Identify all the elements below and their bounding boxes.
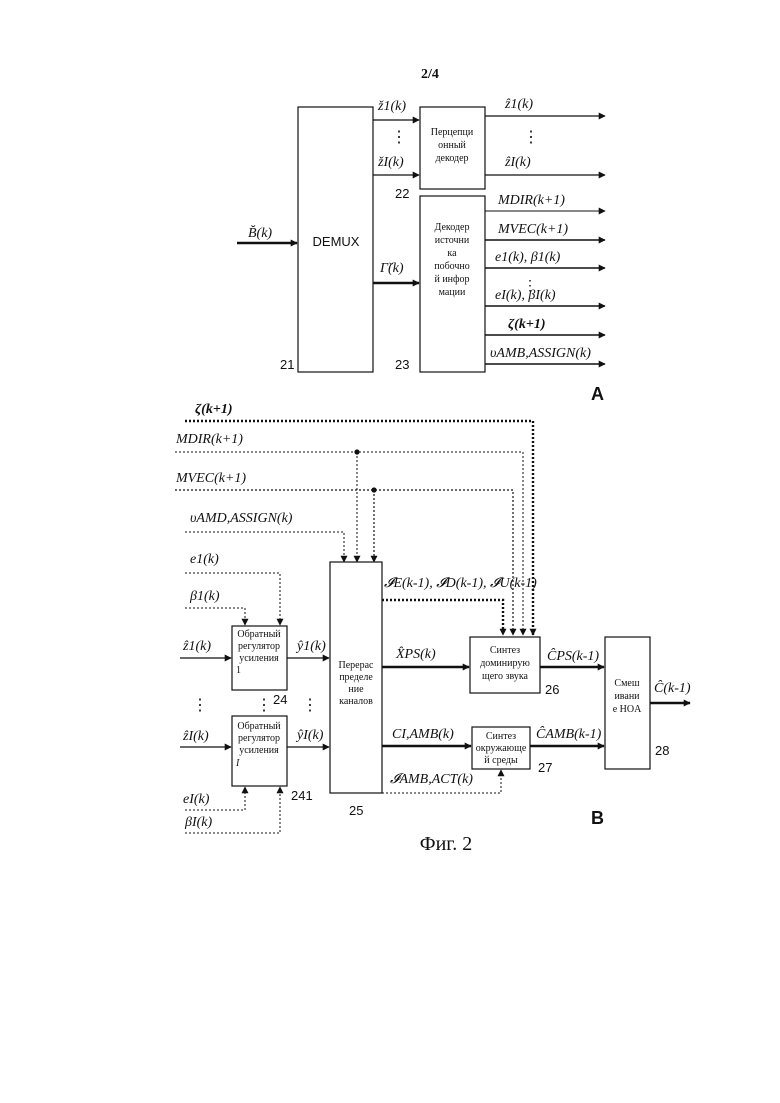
m-vec-input-label: MVEC(k+1): [175, 471, 246, 486]
diagram-b: ζ(k+1) MDIR(k+1) MVEC(k+1) υAMD,ASSIGN(k…: [175, 402, 691, 833]
dots: ⋮: [192, 697, 208, 714]
beta1-input-label: β1(k): [189, 589, 220, 604]
dots: ⋮: [302, 697, 318, 714]
zI-in-label: žI(k): [377, 155, 404, 170]
side-info-decoder-line: ка: [447, 248, 457, 259]
side-info-decoder-line: побочно: [434, 261, 470, 272]
inverse-gain-1-number: 24: [273, 692, 287, 707]
v-amd-input-label: υAMD,ASSIGN(k): [190, 511, 293, 526]
perceptual-decoder-line: Перцепци: [431, 127, 474, 138]
predominant-synthesis-number: 26: [545, 682, 559, 697]
m-vec-label: MVEC(k+1): [497, 222, 568, 237]
hoa-mixing-block: [605, 637, 650, 769]
z1-input-label: ẑ1(k): [182, 639, 211, 654]
channel-redistribution-line: пределе: [339, 672, 373, 683]
perceptual-decoder-number: 22: [395, 186, 409, 201]
eI-betaI-label: eI(k), βI(k): [495, 288, 556, 303]
inverse-gain-I-line: I: [235, 758, 240, 769]
ambient-synthesis-line: Синтез: [486, 731, 516, 742]
side-info-decoder-line: источни: [435, 235, 470, 246]
diagram-a: DEMUX 21 Перцепци онный декодер 22 Декод…: [237, 97, 605, 404]
side-info-decoder-line: й инфор: [434, 274, 469, 285]
hoa-mixing-line: ивани: [614, 691, 640, 702]
c-amb-label: ĈAMB(k-1): [536, 725, 602, 742]
eI-input-label: eI(k): [183, 792, 210, 807]
ambient-synthesis-line: окружающе: [476, 743, 527, 754]
z1-in-label: ž1(k): [377, 99, 406, 114]
panel-label-a: A: [591, 384, 604, 404]
v-amb-label: υAMB,ASSIGN(k): [490, 346, 591, 361]
demux-label: DEMUX: [313, 234, 360, 249]
perceptual-decoder-line: декодер: [435, 153, 468, 164]
side-info-decoder-number: 23: [395, 357, 409, 372]
panel-label-b: B: [591, 808, 604, 828]
yI-label: ŷI(k): [295, 728, 324, 743]
inverse-gain-1-line: 1: [236, 665, 241, 676]
betaI-input-label: βI(k): [184, 815, 213, 830]
index-sets-label: 𝓘E(k-1), 𝓘D(k-1), 𝓘U(k-1): [384, 576, 537, 591]
inverse-gain-I-line: Обратный: [237, 721, 281, 732]
zeta-label: ζ(k+1): [508, 317, 545, 332]
inverse-gain-1-line: усиления: [239, 653, 279, 664]
channel-redistribution-line: ние: [348, 684, 364, 695]
dots: ⋮: [391, 129, 407, 146]
dots: ⋮: [256, 697, 272, 714]
inverse-gain-1-line: регулятор: [238, 641, 280, 652]
beta1-line: [185, 608, 245, 625]
side-info-decoder-line: Декодер: [435, 222, 470, 233]
channel-redistribution-line: каналов: [339, 696, 373, 707]
predominant-synthesis-line: доминирую: [480, 658, 530, 669]
m-dir-input-label: MDIR(k+1): [175, 432, 243, 447]
channel-redistribution-line: Перерас: [339, 660, 375, 671]
hoa-mixing-line: Смеш: [614, 678, 639, 689]
z1-out-label: ẑ1(k): [504, 97, 533, 112]
hoa-mixing-line: е HOA: [613, 704, 642, 715]
y1-label: ŷ1(k): [295, 639, 326, 654]
i-amb-act-label: 𝓘AMB,ACT(k): [390, 772, 473, 787]
page-number: 2/4: [421, 67, 439, 82]
demux-number: 21: [280, 357, 294, 372]
hoa-mixing-number: 28: [655, 743, 669, 758]
perceptual-decoder-line: онный: [438, 140, 466, 151]
side-info-decoder-line: мации: [439, 287, 466, 298]
ambient-synthesis-line: й среды: [484, 755, 518, 766]
c-i-amb-label: CI,AMB(k): [392, 727, 454, 742]
ambient-synthesis-number: 27: [538, 760, 552, 775]
predominant-synthesis-line: Синтез: [490, 645, 520, 656]
inverse-gain-I-number: 241: [291, 788, 313, 803]
zI-out-label: ẑI(k): [504, 155, 531, 170]
input-label: B̆(k): [248, 225, 272, 241]
e1-beta1-label: e1(k), β1(k): [495, 250, 561, 265]
c-ps-label: ĈPS(k-1): [547, 647, 599, 664]
gamma-label: Γ̆(k): [379, 261, 404, 276]
inverse-gain-I-line: регулятор: [238, 733, 280, 744]
zI-input-label: ẑI(k): [182, 729, 209, 744]
inverse-gain-1-line: Обратный: [237, 629, 281, 640]
index-sets-line: [382, 600, 503, 635]
inverse-gain-I-line: усиления: [239, 745, 279, 756]
c-out-label: Ĉ(k-1): [654, 679, 691, 696]
figure-caption: Фиг. 2: [420, 833, 472, 855]
e1-input-label: e1(k): [190, 552, 219, 567]
m-dir-label: MDIR(k+1): [497, 193, 565, 208]
dots: ⋮: [523, 129, 539, 146]
zeta-input-label: ζ(k+1): [195, 402, 232, 417]
channel-redistribution-number: 25: [349, 803, 363, 818]
x-ps-label: X̂PS(k): [395, 646, 436, 662]
predominant-synthesis-line: щего звука: [482, 671, 529, 682]
